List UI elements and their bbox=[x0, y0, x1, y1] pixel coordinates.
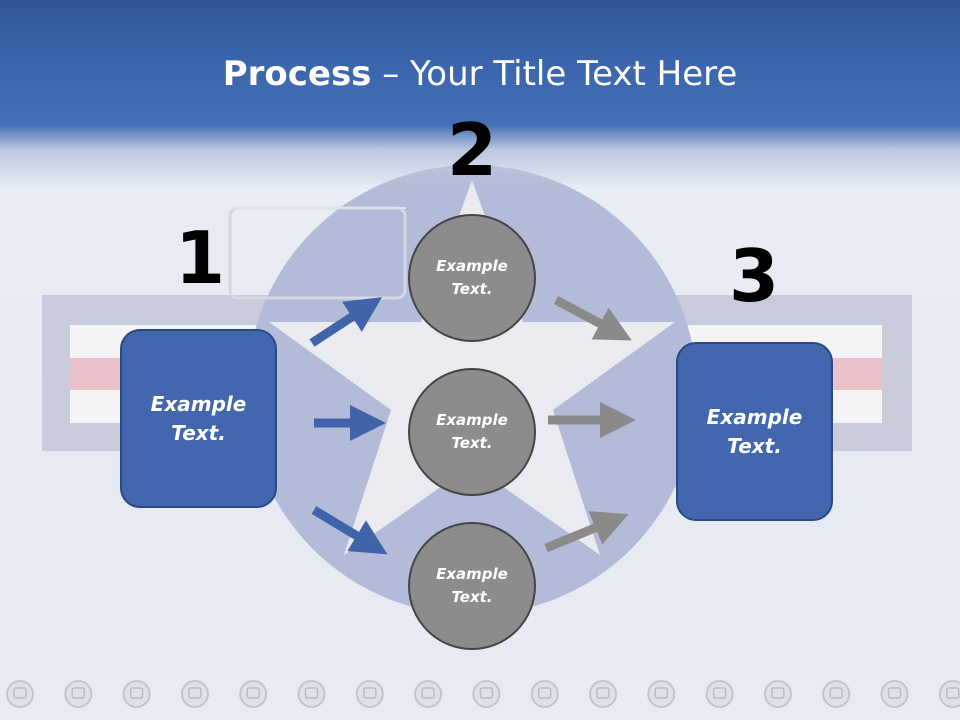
arrow-1-to-top bbox=[309, 297, 383, 347]
node-bottom[interactable]: Example Text. bbox=[408, 522, 536, 650]
rivet-icon bbox=[938, 680, 960, 708]
rivet-icon bbox=[530, 680, 559, 708]
rivet-icon bbox=[297, 680, 326, 708]
rivet-icon bbox=[239, 680, 268, 708]
rivet-icon bbox=[822, 680, 851, 708]
step-number-3: 3 bbox=[728, 234, 780, 318]
title-bold: Process bbox=[222, 54, 372, 94]
node-top[interactable]: Example Text. bbox=[408, 214, 536, 342]
arrow-bottom-to-3 bbox=[544, 511, 629, 553]
title-bar bbox=[0, 0, 960, 190]
rivet-icon bbox=[472, 680, 501, 708]
rivet-icon bbox=[355, 680, 384, 708]
rivet-icon bbox=[414, 680, 443, 708]
step-1-box[interactable]: Example Text. bbox=[120, 329, 277, 508]
step-number-2: 2 bbox=[446, 108, 498, 192]
rivet-icon bbox=[64, 680, 93, 708]
node-middle[interactable]: Example Text. bbox=[408, 368, 536, 496]
rivet-strip bbox=[6, 680, 960, 708]
arrow-top-to-3 bbox=[553, 296, 632, 341]
rivet-icon bbox=[763, 680, 792, 708]
step-number-1: 1 bbox=[174, 216, 226, 300]
rivet-icon bbox=[180, 680, 209, 708]
rivet-icon bbox=[122, 680, 151, 708]
rivet-icon bbox=[6, 680, 34, 708]
rivet-icon bbox=[647, 680, 676, 708]
rivet-icon bbox=[705, 680, 734, 708]
title-rest: – Your Title Text Here bbox=[371, 54, 738, 94]
slide-title: Process – Your Title Text Here bbox=[0, 52, 960, 96]
rivet-icon bbox=[589, 680, 617, 708]
arrow-1-to-bottom bbox=[311, 506, 388, 555]
step-3-box[interactable]: Example Text. bbox=[676, 342, 833, 521]
rivet-icon bbox=[880, 680, 909, 708]
